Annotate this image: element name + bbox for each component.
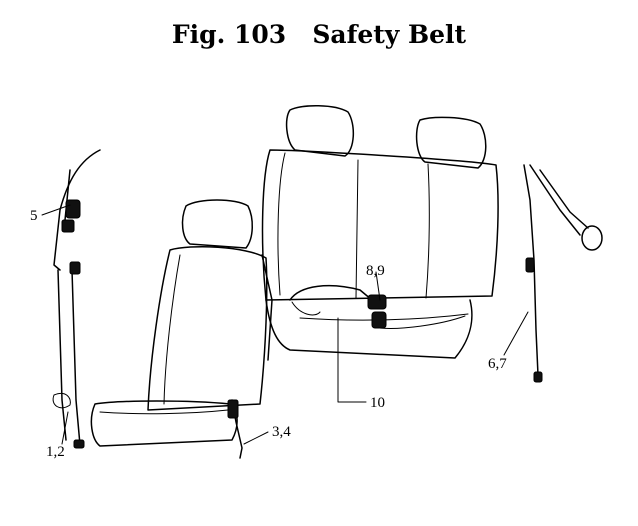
callout-10: 10 (370, 395, 385, 411)
left-pillar-belt (52, 149, 101, 449)
figure-title: Fig. 103 Safety Belt (0, 20, 638, 49)
callout-3-4: 3,4 (272, 424, 291, 440)
front-seat (90, 199, 268, 447)
callout-8-9: 8,9 (366, 263, 385, 279)
leader-lines (41, 204, 529, 445)
figure-number: Fig. 103 (171, 20, 287, 49)
callout-5: 5 (30, 208, 38, 224)
figure-caption: Safety Belt (312, 20, 467, 49)
callout-1-2: 1,2 (46, 444, 65, 460)
right-pillar-belt (523, 164, 603, 383)
rear-center-buckle (289, 284, 466, 329)
rear-bench-seat (261, 105, 499, 361)
callout-6-7: 6,7 (488, 356, 507, 372)
front-buckle-stalk (227, 399, 243, 459)
